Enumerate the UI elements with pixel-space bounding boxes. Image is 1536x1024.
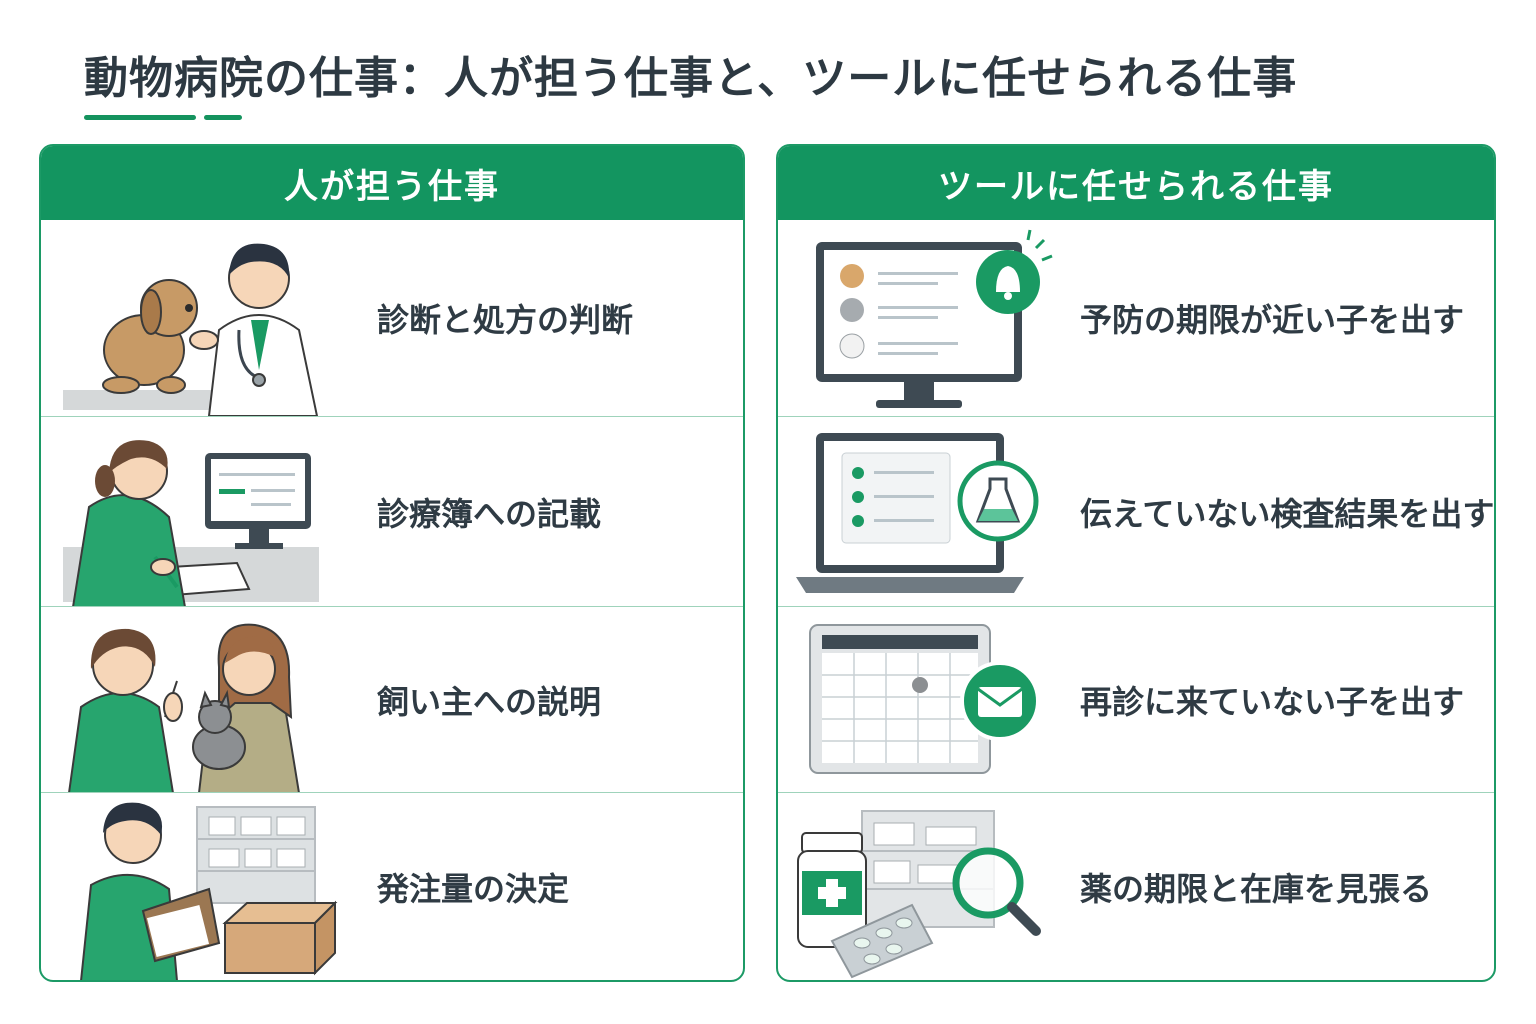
human-tasks-panel: 人が担う仕事 診断と処方の判断 [39, 144, 745, 982]
monitor-bell-icon [806, 220, 1096, 416]
title-underline [84, 115, 196, 120]
task-label: 予防の期限が近い子を出す [1080, 301, 1465, 339]
medicine-magnifier-icon [792, 793, 1082, 980]
task-label: 薬の期限と在庫を見張る [1080, 870, 1433, 908]
list-item: 診療簿への記載 [41, 416, 743, 607]
task-label: 診療簿への記載 [377, 495, 602, 533]
staff-explaining-to-owner-icon [59, 607, 349, 793]
task-label: 発注量の決定 [377, 870, 570, 908]
tool-tasks-heading: ツールに任せられる仕事 [778, 146, 1494, 220]
task-label: 飼い主への説明 [377, 683, 602, 721]
list-item: 診断と処方の判断 [41, 220, 743, 416]
page-title: 動物病院の仕事：人が担う仕事と、ツールに任せられる仕事 [84, 53, 1298, 104]
calendar-mail-icon [806, 607, 1096, 793]
laptop-flask-icon [792, 417, 1082, 607]
vet-examining-dog-icon [59, 220, 349, 416]
title-underline-short [204, 115, 242, 120]
list-item: 飼い主への説明 [41, 606, 743, 793]
list-item: 予防の期限が近い子を出す [778, 220, 1494, 416]
list-item: 薬の期限と在庫を見張る [778, 792, 1494, 980]
list-item: 伝えていない検査結果を出す [778, 416, 1494, 607]
task-label: 再診に来ていない子を出す [1080, 683, 1465, 721]
list-item: 発注量の決定 [41, 792, 743, 980]
list-item: 再診に来ていない子を出す [778, 606, 1494, 793]
task-label: 伝えていない検査結果を出す [1080, 495, 1495, 533]
task-label: 診断と処方の判断 [377, 301, 634, 339]
human-tasks-heading: 人が担う仕事 [41, 146, 743, 220]
tool-tasks-panel: ツールに任せられる仕事 [776, 144, 1496, 982]
staff-checking-inventory-icon [59, 793, 349, 980]
nurse-writing-record-icon [59, 417, 349, 607]
